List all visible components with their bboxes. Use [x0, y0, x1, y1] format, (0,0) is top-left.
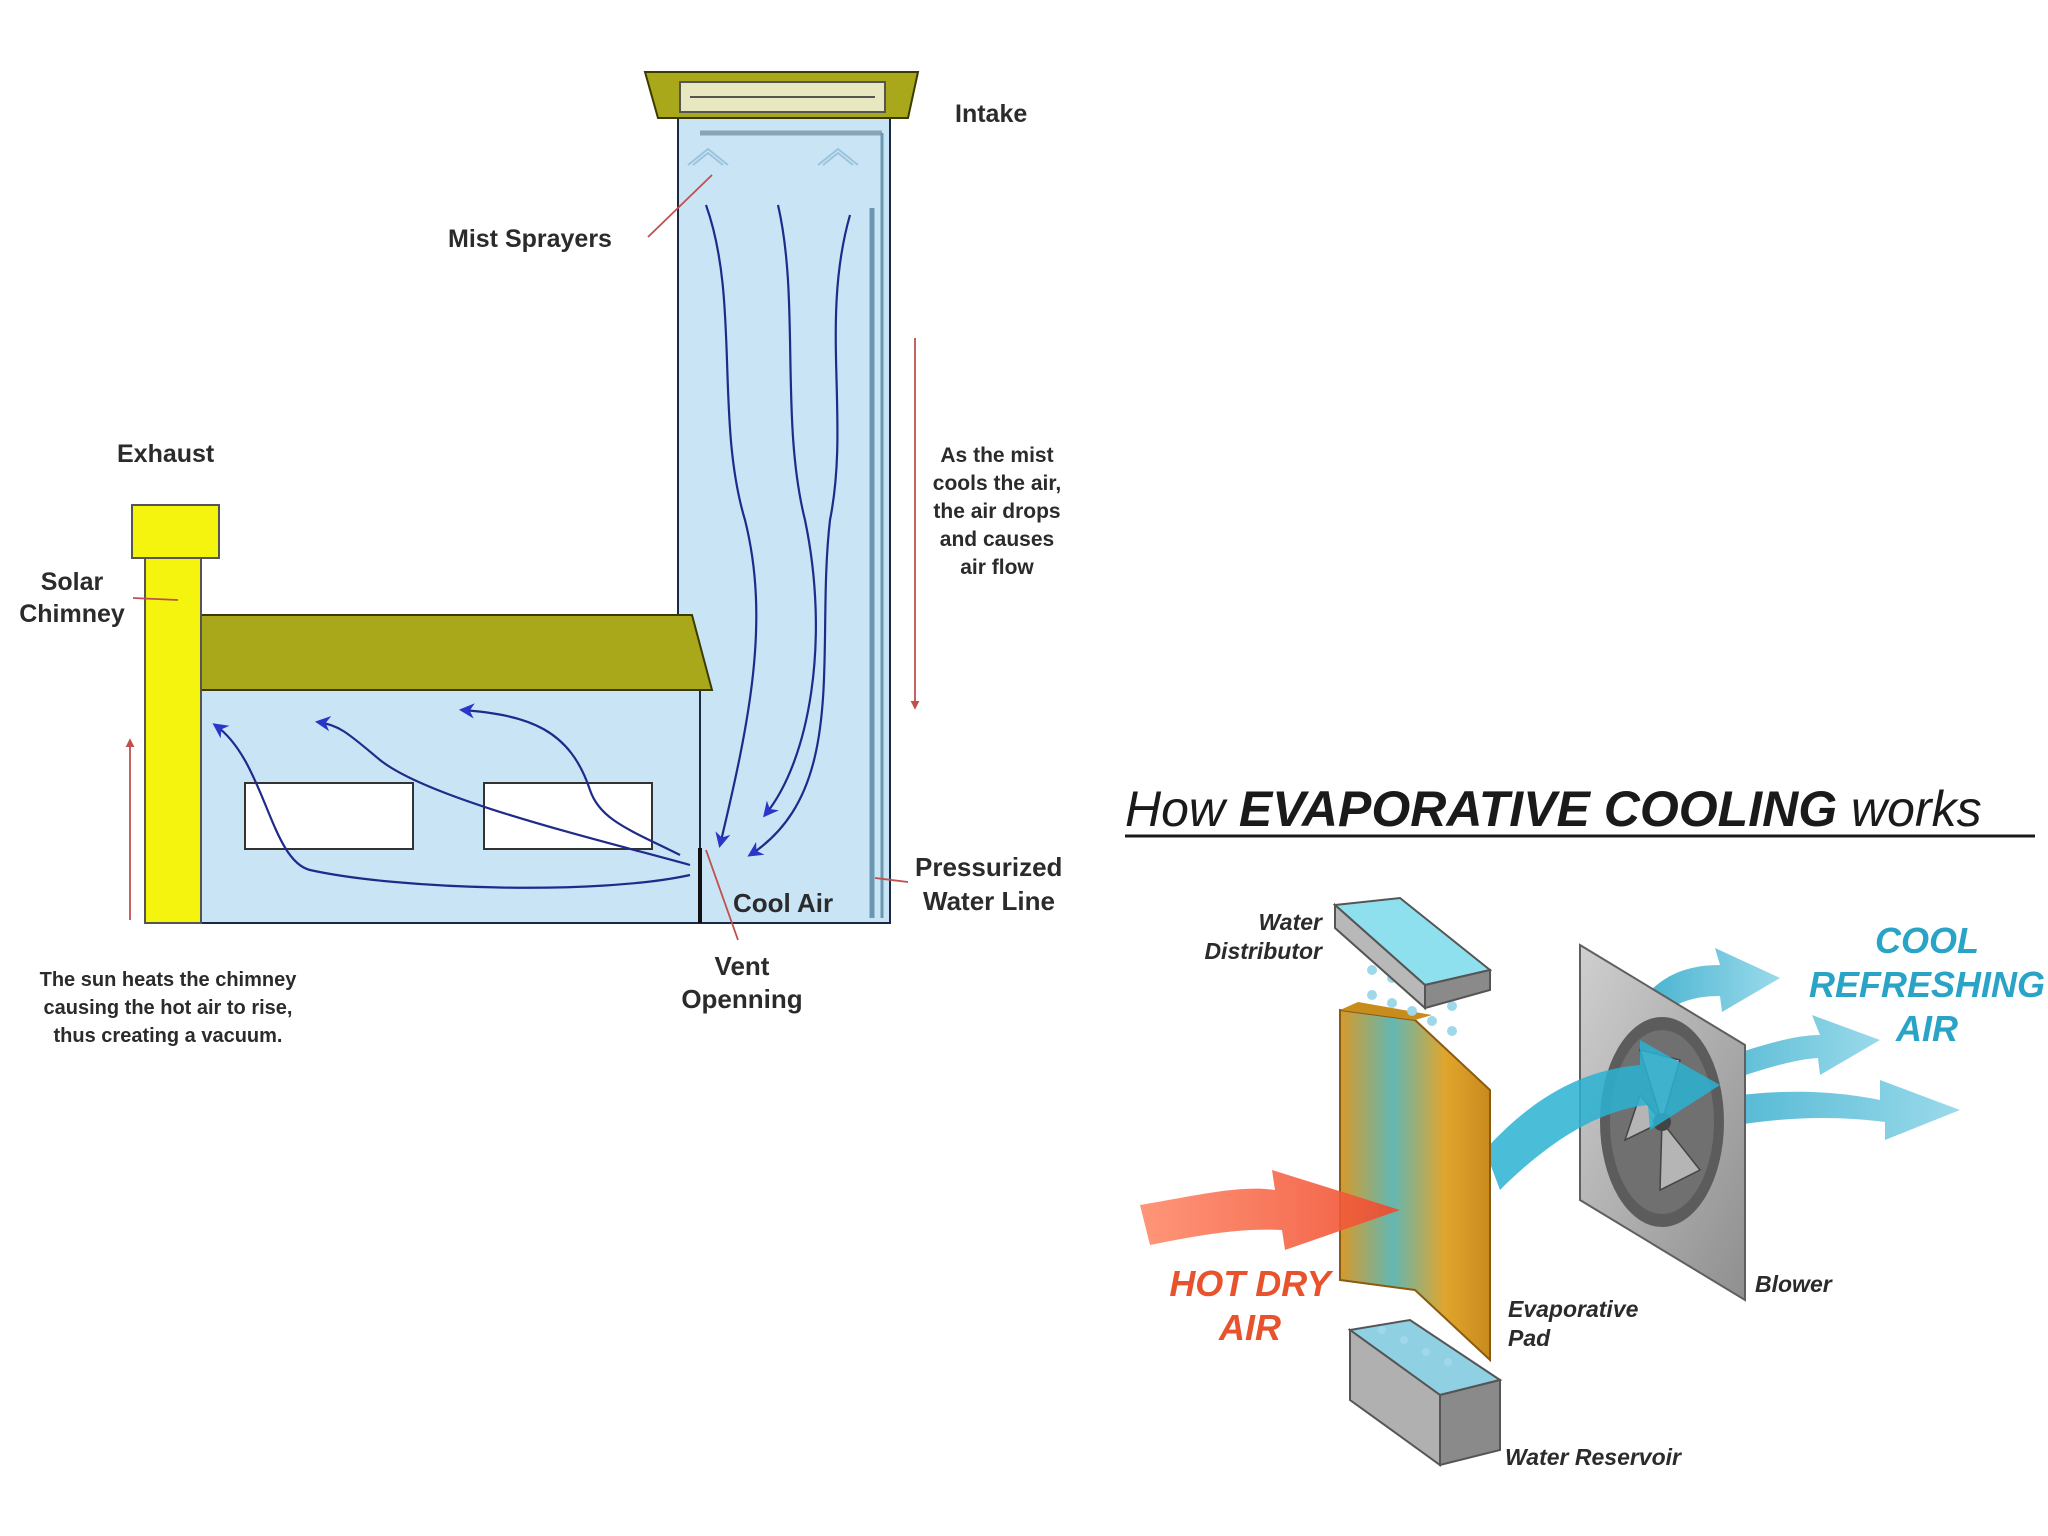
sun-note-line-1: The sun heats the chimney [40, 969, 298, 991]
mist-note-line-4: and causes [940, 528, 1054, 551]
label-hot-dry: HOT DRY [1169, 1263, 1333, 1304]
label-solar: Solar [41, 568, 104, 596]
hot-air-arrow [1140, 1170, 1400, 1250]
label-mist-sprayers: Mist Sprayers [448, 225, 612, 253]
airflow-tower-2 [763, 204, 817, 818]
mist-note-line-3: the air drops [933, 500, 1060, 523]
air-pad-to-blower [1485, 1040, 1720, 1190]
label-openning: Openning [681, 984, 802, 1014]
mist-sprayer-left [687, 147, 729, 166]
airflow-tower-1 [704, 204, 758, 848]
evaporative-cooling-diagram: How EVAPORATIVE COOLING works [1125, 781, 2045, 1470]
airflow-house-2 [314, 716, 691, 867]
label-pressurized: Pressurized [915, 852, 1062, 882]
evap-title-suffix: works [1837, 781, 1981, 837]
label-intake: Intake [955, 100, 1027, 128]
label-cool-air: Cool Air [733, 888, 833, 918]
label-pad: Pad [1508, 1325, 1551, 1351]
leader-solar [132, 597, 179, 601]
solar-chimney [144, 557, 202, 924]
airflow-tower-3 [747, 214, 852, 857]
label-refreshing: REFRESHING [1809, 964, 2045, 1005]
water-reservoir [1347, 1318, 1503, 1467]
label-water-line: Water Line [923, 886, 1055, 916]
label-cool-air-text: AIR [1895, 1008, 1958, 1049]
label-hot-air: AIR [1218, 1307, 1281, 1348]
water-distributor [1332, 896, 1493, 1011]
evap-title-bold: EVAPORATIVE COOLING [1239, 781, 1837, 837]
leader-vent [705, 849, 739, 941]
mist-note-line-1: As the mist [940, 444, 1053, 467]
label-water-reservoir: Water Reservoir [1505, 1444, 1682, 1470]
mist-sprayer-right [817, 147, 859, 166]
solar-chimney-diagram: Intake Mist Sprayers Exhaust Solar Chimn… [19, 71, 1062, 1047]
blower [1579, 943, 1746, 1302]
label-chimney: Chimney [19, 600, 125, 628]
leader-water-line [874, 877, 909, 883]
evap-title: How EVAPORATIVE COOLING works [1125, 781, 1982, 837]
airflow-house-1 [212, 723, 691, 889]
house-roof [188, 614, 714, 691]
evaporative-pad [1339, 1002, 1491, 1363]
sun-note: The sun heats the chimney causing the ho… [40, 969, 298, 1047]
label-water: Water [1259, 909, 1324, 935]
leader-mist [647, 174, 713, 238]
mist-note-line-5: air flow [960, 556, 1034, 579]
label-distributor: Distributor [1204, 938, 1323, 964]
evap-title-prefix: How [1125, 781, 1239, 837]
exhaust-cap [131, 504, 220, 559]
label-cool: COOL [1875, 920, 1979, 961]
sun-note-line-3: thus creating a vacuum. [54, 1025, 283, 1047]
window-left [244, 782, 414, 850]
window-right [483, 782, 653, 850]
label-evaporative: Evaporative [1508, 1296, 1639, 1322]
cooling-tower [677, 117, 891, 924]
sun-note-line-2: causing the hot air to rise, [44, 997, 293, 1019]
mist-note: As the mist cools the air, the air drops… [933, 444, 1061, 579]
mist-note-line-2: cools the air, [933, 472, 1061, 495]
label-vent: Vent [715, 951, 770, 981]
label-exhaust: Exhaust [117, 440, 215, 468]
airflow-house-3 [458, 703, 681, 856]
label-blower: Blower [1755, 1271, 1833, 1297]
